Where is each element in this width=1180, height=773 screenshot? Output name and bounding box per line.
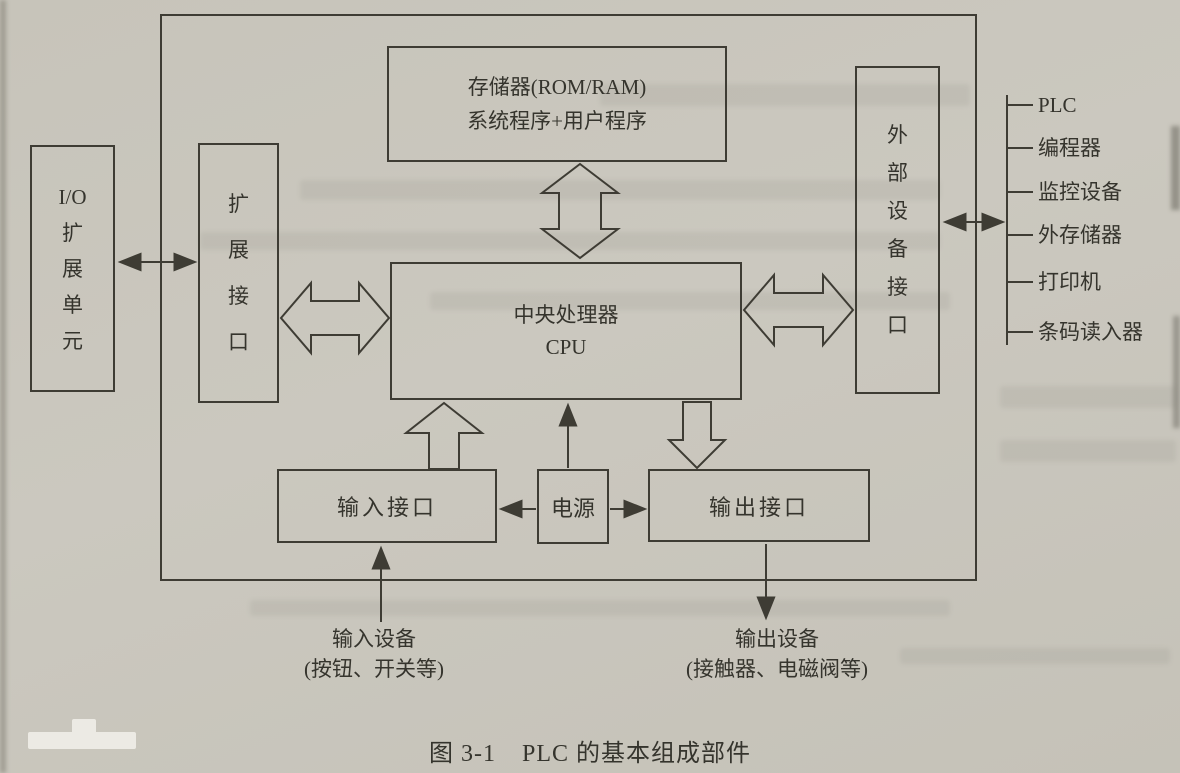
external-device-interface-box: 外 部 设 备 接 口 [855,66,940,394]
power-supply-box: 电源 [537,469,609,544]
double-arrow-expansion-cpu [281,283,389,353]
external-device-item-barcode-reader: 条码读入器 [1038,320,1143,344]
io-expansion-unit-label: I/O 扩 展 单 元 [58,184,87,353]
output-interface-label: 输出接口 [708,494,809,520]
figure-caption-number: 图 3-1 [428,741,496,767]
correction-mark [72,719,96,749]
input-devices-label: 输入设备 (按钮、开关等) [304,627,444,681]
external-device-item-external-storage: 外存储器 [1038,223,1122,247]
external-device-interface-label: 外 部 设 备 接 口 [887,123,908,337]
expansion-interface-box: 扩 展 接 口 [198,143,279,403]
power-supply-label: 电源 [550,495,595,521]
input-interface-label: 输入接口 [336,495,437,520]
cpu-label: 中央处理器 CPU [513,303,619,359]
output-interface-box: 输出接口 [648,469,870,542]
memory-box: 存储器(ROM/RAM) 系统程序+用户程序 [387,46,727,162]
output-devices-label: 输出设备 (接触器、电磁阀等) [686,627,868,681]
double-arrow-cpu-external [744,275,853,345]
cpu-box: 中央处理器 CPU [390,262,742,400]
block-arrow-input-to-cpu [406,403,482,469]
external-device-item-printer: 打印机 [1038,270,1101,294]
figure-caption: 图 3-1 PLC 的基本组成部件 [0,733,1180,768]
double-arrow-memory-cpu [542,164,618,258]
input-interface-box: 输入接口 [277,469,497,543]
external-device-list-bracket [1007,95,1033,345]
plc-boundary-frame [160,14,977,581]
expansion-interface-label: 扩 展 接 口 [228,192,249,354]
memory-label: 存储器(ROM/RAM) 系统程序+用户程序 [467,75,647,133]
external-device-item-monitor: 监控设备 [1038,180,1122,204]
figure-caption-title: PLC 的基本组成部件 [521,741,751,767]
external-device-item-plc: PLC [1038,93,1077,117]
external-device-item-programmer: 编程器 [1038,136,1101,160]
block-arrow-cpu-to-output [669,402,725,468]
io-expansion-unit-box: I/O 扩 展 单 元 [30,145,115,392]
